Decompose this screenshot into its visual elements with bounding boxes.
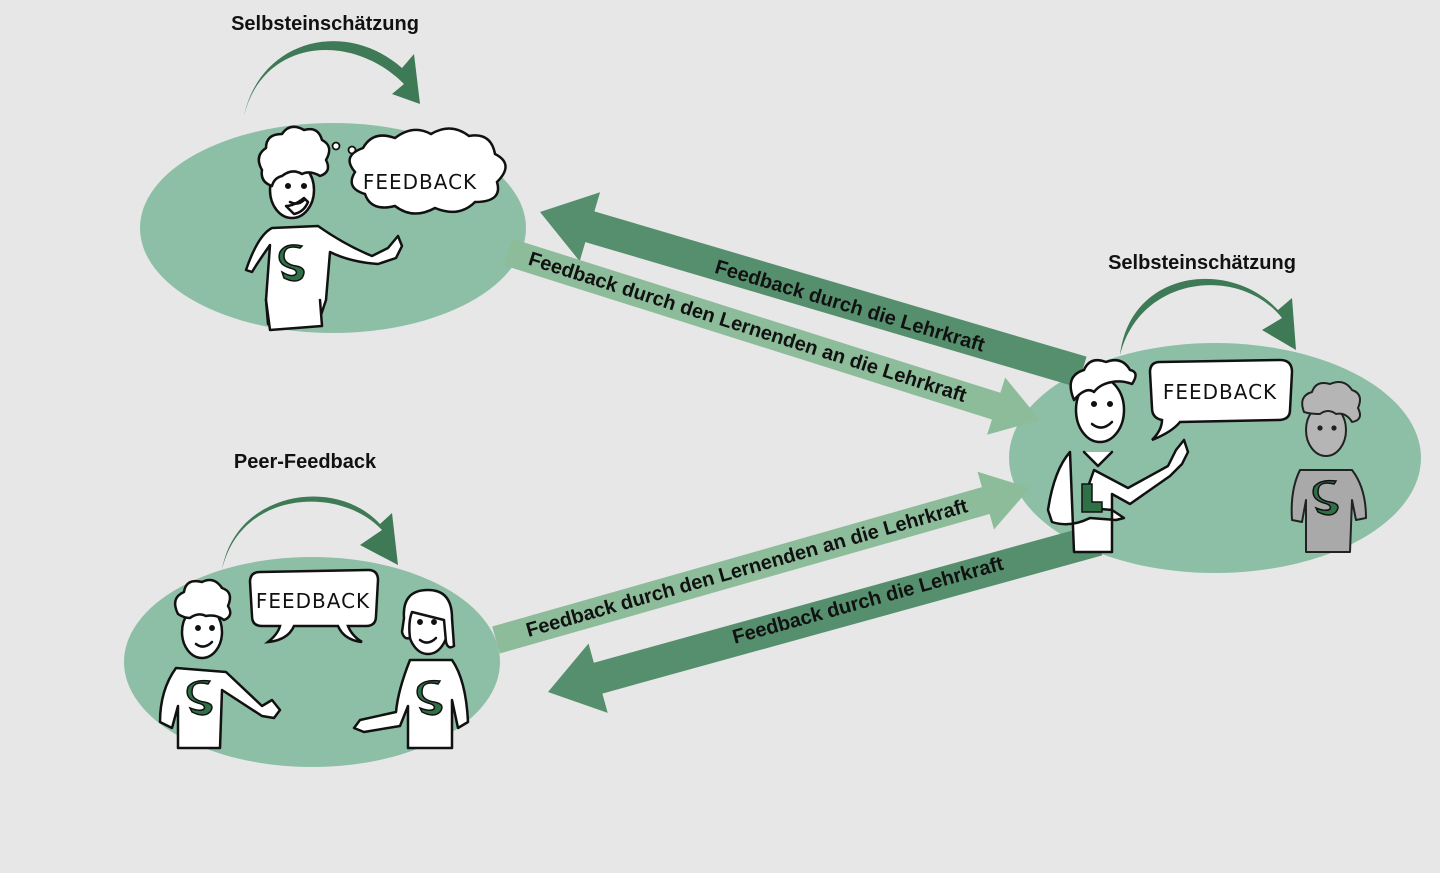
group-title-self-assessment: Selbsteinschätzung — [231, 13, 419, 35]
curved-arrow-self-assessment — [244, 41, 420, 116]
arrow-peer-to-teacher — [492, 471, 1030, 654]
arrow-teacher-to-self — [540, 192, 1087, 388]
speech-bubble-peer: FEEDBACK — [248, 568, 380, 644]
group-title-peer: Peer-Feedback — [233, 451, 377, 473]
shirt-letter-s — [278, 244, 305, 282]
figure-teacher — [1046, 359, 1190, 554]
speech-bubble-teacher: FEEDBACK — [1148, 358, 1294, 442]
arrow-label-peer-to-teacher: Feedback durch den Lernenden an die Lehr… — [524, 495, 971, 642]
arrow-self-to-teacher — [503, 238, 1040, 435]
speech-bubble-peer-text: FEEDBACK — [256, 589, 370, 613]
thought-cloud-text: FEEDBACK — [363, 170, 477, 194]
figure-student-thinking — [244, 125, 404, 332]
thought-cloud-bubble: FEEDBACK — [331, 127, 507, 215]
shirt-letter-s-grey — [1312, 479, 1339, 516]
arrow-teacher-to-peer — [548, 524, 1103, 713]
speech-bubble-teacher-text: FEEDBACK — [1163, 380, 1277, 404]
shirt-letter-l — [1081, 483, 1103, 513]
shirt-letter-s-left — [186, 679, 213, 716]
shirt-letter-s-right — [416, 679, 443, 716]
group-title-teacher: Selbsteinschätzung — [1108, 252, 1296, 274]
